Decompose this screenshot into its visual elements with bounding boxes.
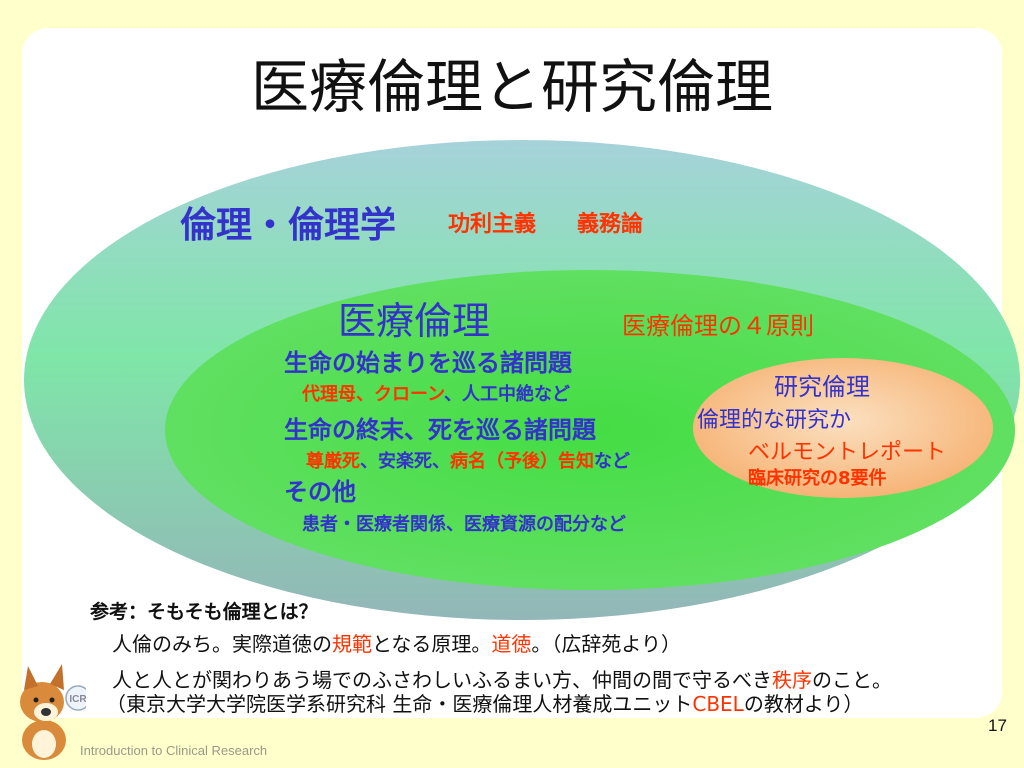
ref-text: の教材より）: [743, 692, 864, 716]
medical-ethics-heading: 医療倫理: [338, 299, 491, 343]
ref-text: 人倫のみち。実際道徳の: [112, 632, 332, 656]
ethics-heading: 倫理・倫理学: [180, 205, 397, 246]
ref-text: 人と人とが関わりあう場でのふさわしいふるまい方、仲間の間で守るべき: [112, 668, 772, 692]
ref-text: 。（広辞苑より）: [531, 632, 682, 656]
sub-text: 尊厳死: [306, 451, 360, 472]
theory-deontology: 義務論: [577, 212, 644, 237]
page-number: 17: [988, 716, 1007, 735]
ref-text: 秩序: [772, 668, 812, 692]
ref-text: CBEL: [692, 692, 744, 716]
ref-text: のこと。: [812, 668, 892, 692]
sub-text: 病名（予後）告知: [450, 451, 594, 472]
issue-heading-other: その他: [284, 478, 356, 506]
issue-sub-other: 患者・医療者関係、医療資源の配分など: [302, 514, 626, 535]
ref-text: となる原理。: [372, 632, 492, 656]
reference-line-2: 人と人とが関わりあう場でのふさわしいふるまい方、仲間の間で守るべき秩序のこと。: [112, 664, 892, 693]
issue-sub-end-of-life: 尊厳死、安楽死、病名（予後）告知など: [306, 447, 630, 473]
research-ethics-heading: 研究倫理: [774, 373, 870, 401]
four-principles: 医療倫理の４原則: [622, 312, 814, 340]
sub-text: 、人工中絶など: [444, 384, 571, 405]
issue-heading-beginning-of-life: 生命の始まりを巡る諸問題: [284, 349, 572, 377]
theory-utilitarianism: 功利主義: [448, 212, 537, 237]
research-question: 倫理的な研究か: [697, 408, 852, 433]
sub-text: 代理母、: [302, 384, 374, 405]
issue-heading-end-of-life: 生命の終末、死を巡る諸問題: [284, 416, 596, 444]
eight-requirements: 臨床研究の8要件: [748, 468, 887, 489]
medical-ethics-ellipse: [165, 270, 1015, 590]
belmont-report: ベルモントレポート: [748, 440, 947, 465]
course-name: Introduction to Clinical Research: [80, 743, 268, 758]
page-title: 医療倫理と研究倫理: [250, 53, 773, 121]
mascot-dog-icon: ICR: [20, 664, 86, 760]
reference-heading: 参考：そもそも倫理とは？: [90, 601, 318, 623]
reference-line-3: （東京大学大学院医学系研究科 生命・医療倫理人材養成ユニットCBELの教材より）: [106, 688, 863, 717]
ref-text: 規範: [332, 632, 372, 656]
sub-text: クローン: [374, 384, 445, 405]
ref-text: （東京大学大学院医学系研究科 生命・医療倫理人材養成ユニット: [106, 692, 693, 716]
issue-sub-beginning-of-life: 代理母、クローン、人工中絶など: [302, 380, 570, 406]
mascot-badge: ICR: [69, 694, 86, 705]
research-ethics-ellipse: [693, 358, 993, 498]
ref-text: 道徳: [491, 632, 532, 656]
sub-text: 、安楽死、: [360, 451, 450, 472]
reference-line-1: 人倫のみち。実際道徳の規範となる原理。道徳。（広辞苑より）: [112, 628, 681, 657]
sub-text: など: [594, 451, 630, 472]
